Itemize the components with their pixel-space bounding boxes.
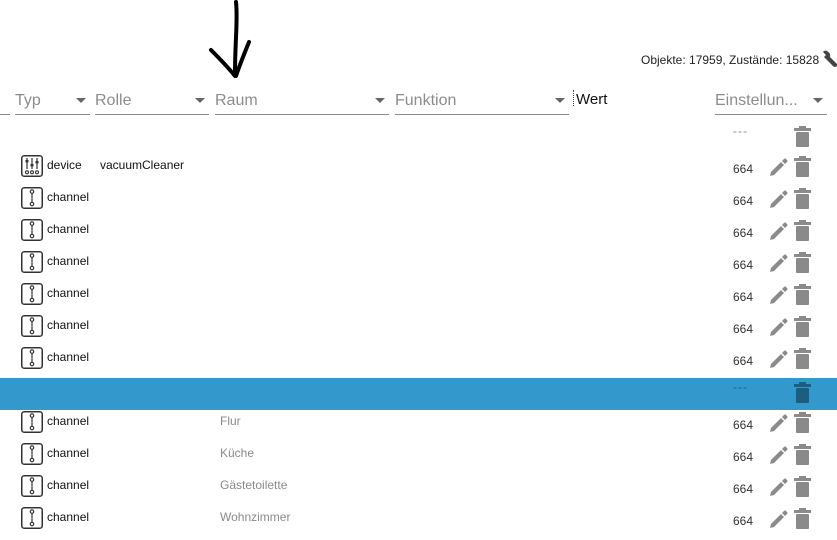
filter-room-label: Raum xyxy=(215,92,258,109)
table-row[interactable]: channel Gästetoilette 664 xyxy=(0,474,837,506)
filter-room-select[interactable]: Raum xyxy=(215,88,389,115)
trash-icon[interactable] xyxy=(794,284,811,305)
edit-pencil-icon[interactable] xyxy=(768,509,789,530)
channel-icon xyxy=(21,251,43,273)
edit-pencil-icon[interactable] xyxy=(768,349,789,370)
row-type: channel xyxy=(47,446,90,460)
table-row[interactable]: channel 664 xyxy=(0,250,837,282)
row-type: channel xyxy=(47,414,90,428)
chevron-down-icon xyxy=(195,98,205,103)
table-row[interactable]: channel Küche 664 xyxy=(0,442,837,474)
filter-function-label: Funktion xyxy=(395,92,457,109)
table-row[interactable]: channel Flur 664 xyxy=(0,410,837,442)
table-row[interactable]: channel 664 xyxy=(0,314,837,346)
table-row[interactable]: channel 664 xyxy=(0,346,837,378)
object-count-status: Objekte: 17959, Zustände: 15828 xyxy=(641,53,820,67)
row-type: device xyxy=(47,158,82,172)
edit-pencil-icon[interactable] xyxy=(768,285,789,306)
table-row[interactable]: channel 664 xyxy=(0,282,837,314)
trash-icon[interactable] xyxy=(794,348,811,369)
row-value: 664 xyxy=(733,450,754,464)
row-value: 664 xyxy=(733,162,754,176)
filter-role-select[interactable]: Rolle xyxy=(95,88,209,115)
trash-icon[interactable] xyxy=(794,316,811,337)
channel-icon xyxy=(21,347,43,369)
device-icon xyxy=(21,155,43,177)
row-value: 664 xyxy=(733,194,754,208)
row-type: channel xyxy=(47,286,90,300)
filter-settings-select[interactable]: Einstellun... xyxy=(715,88,827,115)
hand-drawn-arrow xyxy=(209,0,251,78)
edit-pencil-icon[interactable] xyxy=(768,189,789,210)
column-header-value: Wert xyxy=(576,91,608,108)
row-value: 664 xyxy=(733,226,754,240)
table-row[interactable]: channel Wohnzimmer 664 xyxy=(0,506,837,538)
row-type: channel xyxy=(47,478,90,492)
chevron-down-icon xyxy=(813,98,823,103)
trash-icon[interactable] xyxy=(794,476,811,497)
chevron-down-icon xyxy=(375,98,385,103)
trash-icon[interactable] xyxy=(794,156,811,177)
row-value: 664 xyxy=(733,482,754,496)
row-value: 664 xyxy=(733,418,754,432)
wrench-icon[interactable] xyxy=(818,50,837,70)
channel-icon xyxy=(21,507,43,529)
filter-type-select[interactable]: Typ xyxy=(15,88,90,115)
table-row[interactable]: channel 664 xyxy=(0,218,837,250)
edit-pencil-icon[interactable] xyxy=(768,477,789,498)
edit-pencil-icon[interactable] xyxy=(768,445,789,466)
row-room: Küche xyxy=(220,446,255,460)
table-row[interactable]: --- xyxy=(0,122,837,154)
trash-icon[interactable] xyxy=(794,126,811,147)
column-resize-handle[interactable] xyxy=(573,90,574,106)
chevron-down-icon xyxy=(76,98,86,103)
channel-icon xyxy=(21,283,43,305)
channel-icon xyxy=(21,411,43,433)
trash-icon[interactable] xyxy=(794,444,811,465)
edit-pencil-icon[interactable] xyxy=(768,413,789,434)
row-room: Wohnzimmer xyxy=(220,510,291,524)
row-type: channel xyxy=(47,510,90,524)
edit-pencil-icon[interactable] xyxy=(768,221,789,242)
trash-icon[interactable] xyxy=(794,220,811,241)
filter-role-label: Rolle xyxy=(95,92,132,109)
row-type: channel xyxy=(47,190,90,204)
chevron-down-icon xyxy=(555,98,565,103)
channel-icon xyxy=(21,187,43,209)
trash-icon[interactable] xyxy=(794,508,811,529)
table-row[interactable]: channel 664 xyxy=(0,186,837,218)
row-room: Flur xyxy=(220,414,241,428)
row-value: --- xyxy=(733,124,748,138)
channel-icon xyxy=(21,475,43,497)
filter-function-select[interactable]: Funktion xyxy=(395,88,569,115)
row-value: 664 xyxy=(733,322,754,336)
row-value: 664 xyxy=(733,258,754,272)
edit-pencil-icon[interactable] xyxy=(768,253,789,274)
table-row-selected[interactable]: --- xyxy=(0,378,837,410)
channel-icon xyxy=(21,219,43,241)
row-type: channel xyxy=(47,254,90,268)
channel-icon xyxy=(21,315,43,337)
trash-icon[interactable] xyxy=(794,252,811,273)
row-type: channel xyxy=(47,350,90,364)
channel-icon xyxy=(21,443,43,465)
row-role: vacuumCleaner xyxy=(100,158,185,172)
trash-icon[interactable] xyxy=(794,412,811,433)
row-type: channel xyxy=(47,222,90,236)
edit-pencil-icon[interactable] xyxy=(768,157,789,178)
row-value: 664 xyxy=(733,514,754,528)
trash-icon[interactable] xyxy=(794,382,811,403)
edit-pencil-icon[interactable] xyxy=(768,317,789,338)
row-type: channel xyxy=(47,318,90,332)
trash-icon[interactable] xyxy=(794,188,811,209)
column-divider xyxy=(0,114,10,115)
row-room: Gästetoilette xyxy=(220,478,288,492)
filter-type-label: Typ xyxy=(15,92,41,109)
row-value: 664 xyxy=(733,354,754,368)
row-value: --- xyxy=(733,380,748,394)
row-value: 664 xyxy=(733,290,754,304)
filter-settings-label: Einstellun... xyxy=(715,92,798,109)
table-row[interactable]: device vacuumCleaner 664 xyxy=(0,154,837,186)
